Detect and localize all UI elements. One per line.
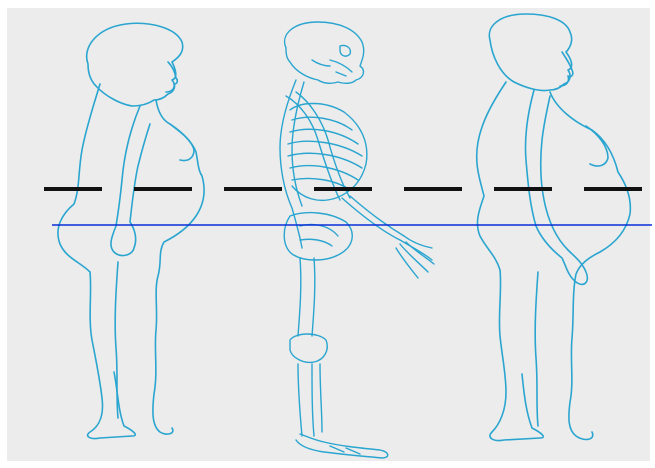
skeleton-figure-middle [280,22,434,458]
breast-outline [586,126,608,166]
pelvis-outline [284,213,352,260]
breast-outline [170,124,194,161]
belly-outline [550,92,630,439]
face-profile [166,62,177,92]
face-profile [560,52,573,86]
back-outline [58,84,135,439]
tibia-bone [298,364,322,436]
hair-outline [489,14,571,91]
skull-outline [285,22,364,83]
female-figure-right [477,14,631,441]
inner-leg-outline [115,262,118,418]
inner-leg-outline [535,272,538,426]
back-outline [477,82,544,441]
belly-outline [153,100,204,434]
foot-bones [296,434,388,458]
hair-outline [87,23,183,106]
pelvis-inner [300,224,338,246]
femur-bone [298,258,315,336]
eye-socket [340,45,350,56]
jaw-outline [312,60,352,76]
forearm-bone [342,196,432,260]
rib-lines [288,117,362,190]
knee-joint [290,334,327,362]
female-figure-left [58,23,204,438]
arm-outline [111,106,150,255]
